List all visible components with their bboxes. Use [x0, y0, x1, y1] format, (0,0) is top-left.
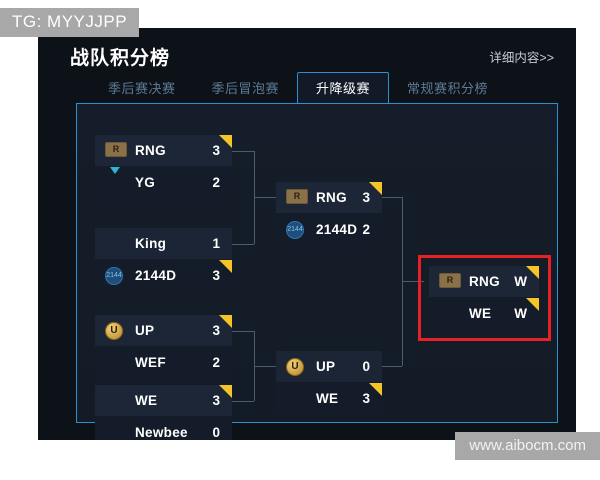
up-logo: U: [286, 357, 308, 376]
bracket-match-row[interactable]: R RNG 3: [276, 182, 382, 213]
winner-flag-icon: [219, 260, 232, 273]
connector-line: [254, 197, 276, 198]
tab-playoff-final[interactable]: 季后赛决赛: [108, 81, 176, 96]
team-score: 2: [212, 175, 220, 190]
team-score: 2: [212, 355, 220, 370]
team-name: Newbee: [135, 425, 188, 440]
bracket-match-row[interactable]: WEF 2: [95, 347, 232, 378]
winner-flag-icon: [219, 315, 232, 328]
connector-line: [382, 197, 402, 198]
newbee-logo: [105, 424, 127, 441]
team-score: 0: [362, 359, 370, 374]
bracket-match-row[interactable]: 2144 2144D 3: [95, 260, 232, 291]
bracket-match-row[interactable]: WE 3: [95, 385, 232, 416]
team-name: RNG: [135, 143, 166, 158]
2144d-logo: 2144: [286, 220, 308, 239]
tab-bar: 季后赛决赛 季后冒泡赛 升降级赛 常规赛积分榜: [90, 72, 506, 103]
team-score: 3: [212, 143, 220, 158]
2144d-logo: 2144: [105, 266, 127, 285]
tab-promotion-relegation[interactable]: 升降级赛: [297, 72, 390, 103]
team-score: 3: [362, 391, 370, 406]
bracket-match-row[interactable]: U UP 3: [95, 315, 232, 346]
team-name: WE: [469, 306, 492, 321]
king-logo: [105, 235, 127, 253]
team-score: 0: [212, 425, 220, 440]
app-frame: 战队积分榜 详细内容>> 季后赛决赛 季后冒泡赛 升降级赛 常规赛积分榜 R: [38, 28, 576, 440]
team-score: 1: [212, 236, 220, 251]
we-logo: [286, 390, 308, 408]
winner-flag-icon: [219, 135, 232, 148]
team-name: 2144D: [135, 268, 177, 283]
winner-flag-icon: [526, 266, 539, 279]
tab-regular-standings[interactable]: 常规赛积分榜: [407, 81, 489, 96]
connector-line: [232, 331, 254, 332]
bracket-match-row[interactable]: U UP 0: [276, 351, 382, 382]
winner-flag-icon: [369, 182, 382, 195]
connector-line: [402, 281, 424, 282]
bracket-match-row[interactable]: King 1: [95, 228, 232, 259]
header: 战队积分榜 详细内容>>: [38, 28, 576, 100]
up-logo: U: [105, 321, 127, 340]
team-name: UP: [135, 323, 155, 338]
connector-line: [382, 366, 402, 367]
yg-logo: [105, 167, 127, 192]
winner-flag-icon: [219, 385, 232, 398]
team-score: 3: [362, 190, 370, 205]
team-name: UP: [316, 359, 336, 374]
team-score: 3: [212, 393, 220, 408]
team-score: 3: [212, 268, 220, 283]
connector-line: [232, 151, 254, 152]
bracket-match-row[interactable]: R RNG W: [429, 266, 539, 297]
bracket-match-row[interactable]: Newbee 0: [95, 417, 232, 440]
bracket-panel: R RNG 3 YG 2 King 1 2144 2144D 3: [76, 103, 558, 440]
team-name: RNG: [469, 274, 500, 289]
we-logo: [439, 305, 461, 323]
connector-line: [232, 244, 254, 245]
detail-link[interactable]: 详细内容>>: [489, 51, 554, 65]
page-title: 战队积分榜: [70, 48, 171, 69]
team-name: WE: [135, 393, 158, 408]
team-name: WE: [316, 391, 339, 406]
winner-flag-icon: [526, 298, 539, 311]
team-name: WEF: [135, 355, 166, 370]
bracket-match-row[interactable]: 2144 2144D 2: [276, 214, 382, 245]
connector-line: [232, 401, 254, 402]
team-score: W: [514, 274, 527, 289]
tab-playoff-bubble[interactable]: 季后冒泡赛: [211, 81, 280, 96]
rng-logo: R: [286, 188, 308, 207]
team-name: 2144D: [316, 222, 358, 237]
telegram-watermark: TG: MYYJJPP: [0, 8, 140, 37]
team-score: 2: [362, 222, 370, 237]
rng-logo: R: [439, 272, 461, 291]
rng-logo: R: [105, 141, 127, 160]
team-score: 3: [212, 323, 220, 338]
wef-logo: [105, 354, 127, 372]
bracket-canvas: R RNG 3 YG 2 King 1 2144 2144D 3: [77, 104, 557, 440]
team-score: W: [514, 306, 527, 321]
connector-line: [254, 366, 276, 367]
we-logo: [105, 392, 127, 410]
winner-flag-icon: [369, 383, 382, 396]
team-name: King: [135, 236, 167, 251]
bracket-match-row[interactable]: WE W: [429, 298, 539, 329]
team-name: YG: [135, 175, 156, 190]
team-name: RNG: [316, 190, 347, 205]
bracket-match-row[interactable]: WE 3: [276, 383, 382, 414]
site-watermark: www.aibocm.com: [455, 432, 600, 460]
bracket-match-row[interactable]: YG 2: [95, 167, 232, 198]
bracket-match-row[interactable]: R RNG 3: [95, 135, 232, 166]
